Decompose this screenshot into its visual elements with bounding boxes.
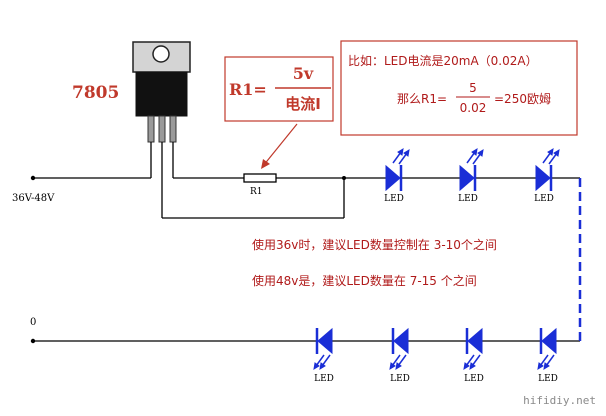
formula-arrow-line [262, 123, 298, 167]
led-bottom-1-label: LED [314, 374, 334, 384]
note-48v: 使用48v是，建议LED数量在 7-15 个之间 [252, 273, 477, 288]
led-top-1-label: LED [384, 194, 404, 204]
led-bottom-4-label: LED [538, 374, 558, 384]
led-bottom-1-ray-1-head [313, 362, 320, 370]
led-bottom-1 [313, 327, 333, 370]
resistor-r1 [243, 173, 277, 183]
wires [33, 142, 580, 342]
led-bottom-3-ray-1-head [463, 362, 470, 370]
example-fraction-denominator: 0.02 [460, 101, 487, 115]
regulator-mount-hole [152, 45, 170, 63]
led-top-3-triangle [535, 164, 551, 192]
regulator-pin-out [169, 115, 177, 143]
led-top-3-label: LED [534, 194, 554, 204]
example-line1: 比如：LED电流是20mA（0.02A） [348, 53, 538, 68]
led-bottom-2-ray-2-head [395, 362, 402, 370]
led-top-2 [459, 148, 484, 192]
example-line2-prefix: 那么R1= [397, 92, 447, 106]
led-bottom-2-triangle [393, 327, 409, 355]
led-top-1-ray-2-head [403, 149, 410, 157]
regulator-model-label: 7805 [72, 83, 119, 103]
resistor-r1-label: R1 [250, 187, 263, 197]
led-top-2-label: LED [458, 194, 478, 204]
led-top-3-ray-2-head [553, 149, 560, 157]
formula-numerator: 5v [293, 64, 314, 83]
led-bottom-4 [537, 327, 557, 370]
formula-lhs: R1= [229, 80, 267, 99]
led-bottom-4-triangle [541, 327, 557, 355]
led-top-1-ray-1-head [397, 148, 404, 156]
led-top-1-triangle [385, 164, 401, 192]
led-bottom-3 [463, 327, 483, 370]
led-bottom-2-ray-1-head [389, 362, 396, 370]
led-bottom-4-ray-2-head [543, 362, 550, 370]
example-box [340, 40, 578, 136]
led-top-2-triangle [459, 164, 475, 192]
note-36v: 使用36v时，建议LED数量控制在 3-10个之间 [252, 237, 497, 252]
led-bottom-1-triangle [317, 327, 333, 355]
led-bottom-2-label: LED [390, 374, 410, 384]
ground-label: 0 [30, 317, 36, 328]
led-bottom-3-ray-2-head [469, 362, 476, 370]
regulator-body [135, 71, 188, 117]
led-top-2-ray-2-head [477, 149, 484, 157]
terminal-ground-dot [30, 338, 36, 344]
led-top-3-ray-1-head [547, 148, 554, 156]
led-bottom-3-triangle [467, 327, 483, 355]
led-bottom-4-ray-1-head [537, 362, 544, 370]
led-bottom-1-ray-2-head [319, 362, 326, 370]
terminal-input-dot [30, 175, 36, 181]
regulator-7805 [132, 41, 191, 143]
formula-denominator: 电流I [285, 95, 321, 113]
regulator-pin-gnd [158, 115, 166, 143]
formula-box [224, 56, 334, 122]
input-voltage-label: 36V-48V [12, 193, 55, 204]
watermark: hifidiy.net [523, 394, 596, 407]
led-top-2-ray-1-head [471, 148, 478, 156]
led-bottom-2 [389, 327, 409, 370]
led-top-1 [385, 148, 410, 192]
led-top-3 [535, 148, 560, 192]
formula-arrow-head [261, 159, 270, 169]
example-line2-suffix: =250欧姆 [494, 92, 551, 106]
regulator-pin-in [147, 115, 155, 143]
example-fraction-numerator: 5 [469, 81, 477, 95]
led-bottom-3-label: LED [464, 374, 484, 384]
junction-dot [342, 176, 346, 180]
